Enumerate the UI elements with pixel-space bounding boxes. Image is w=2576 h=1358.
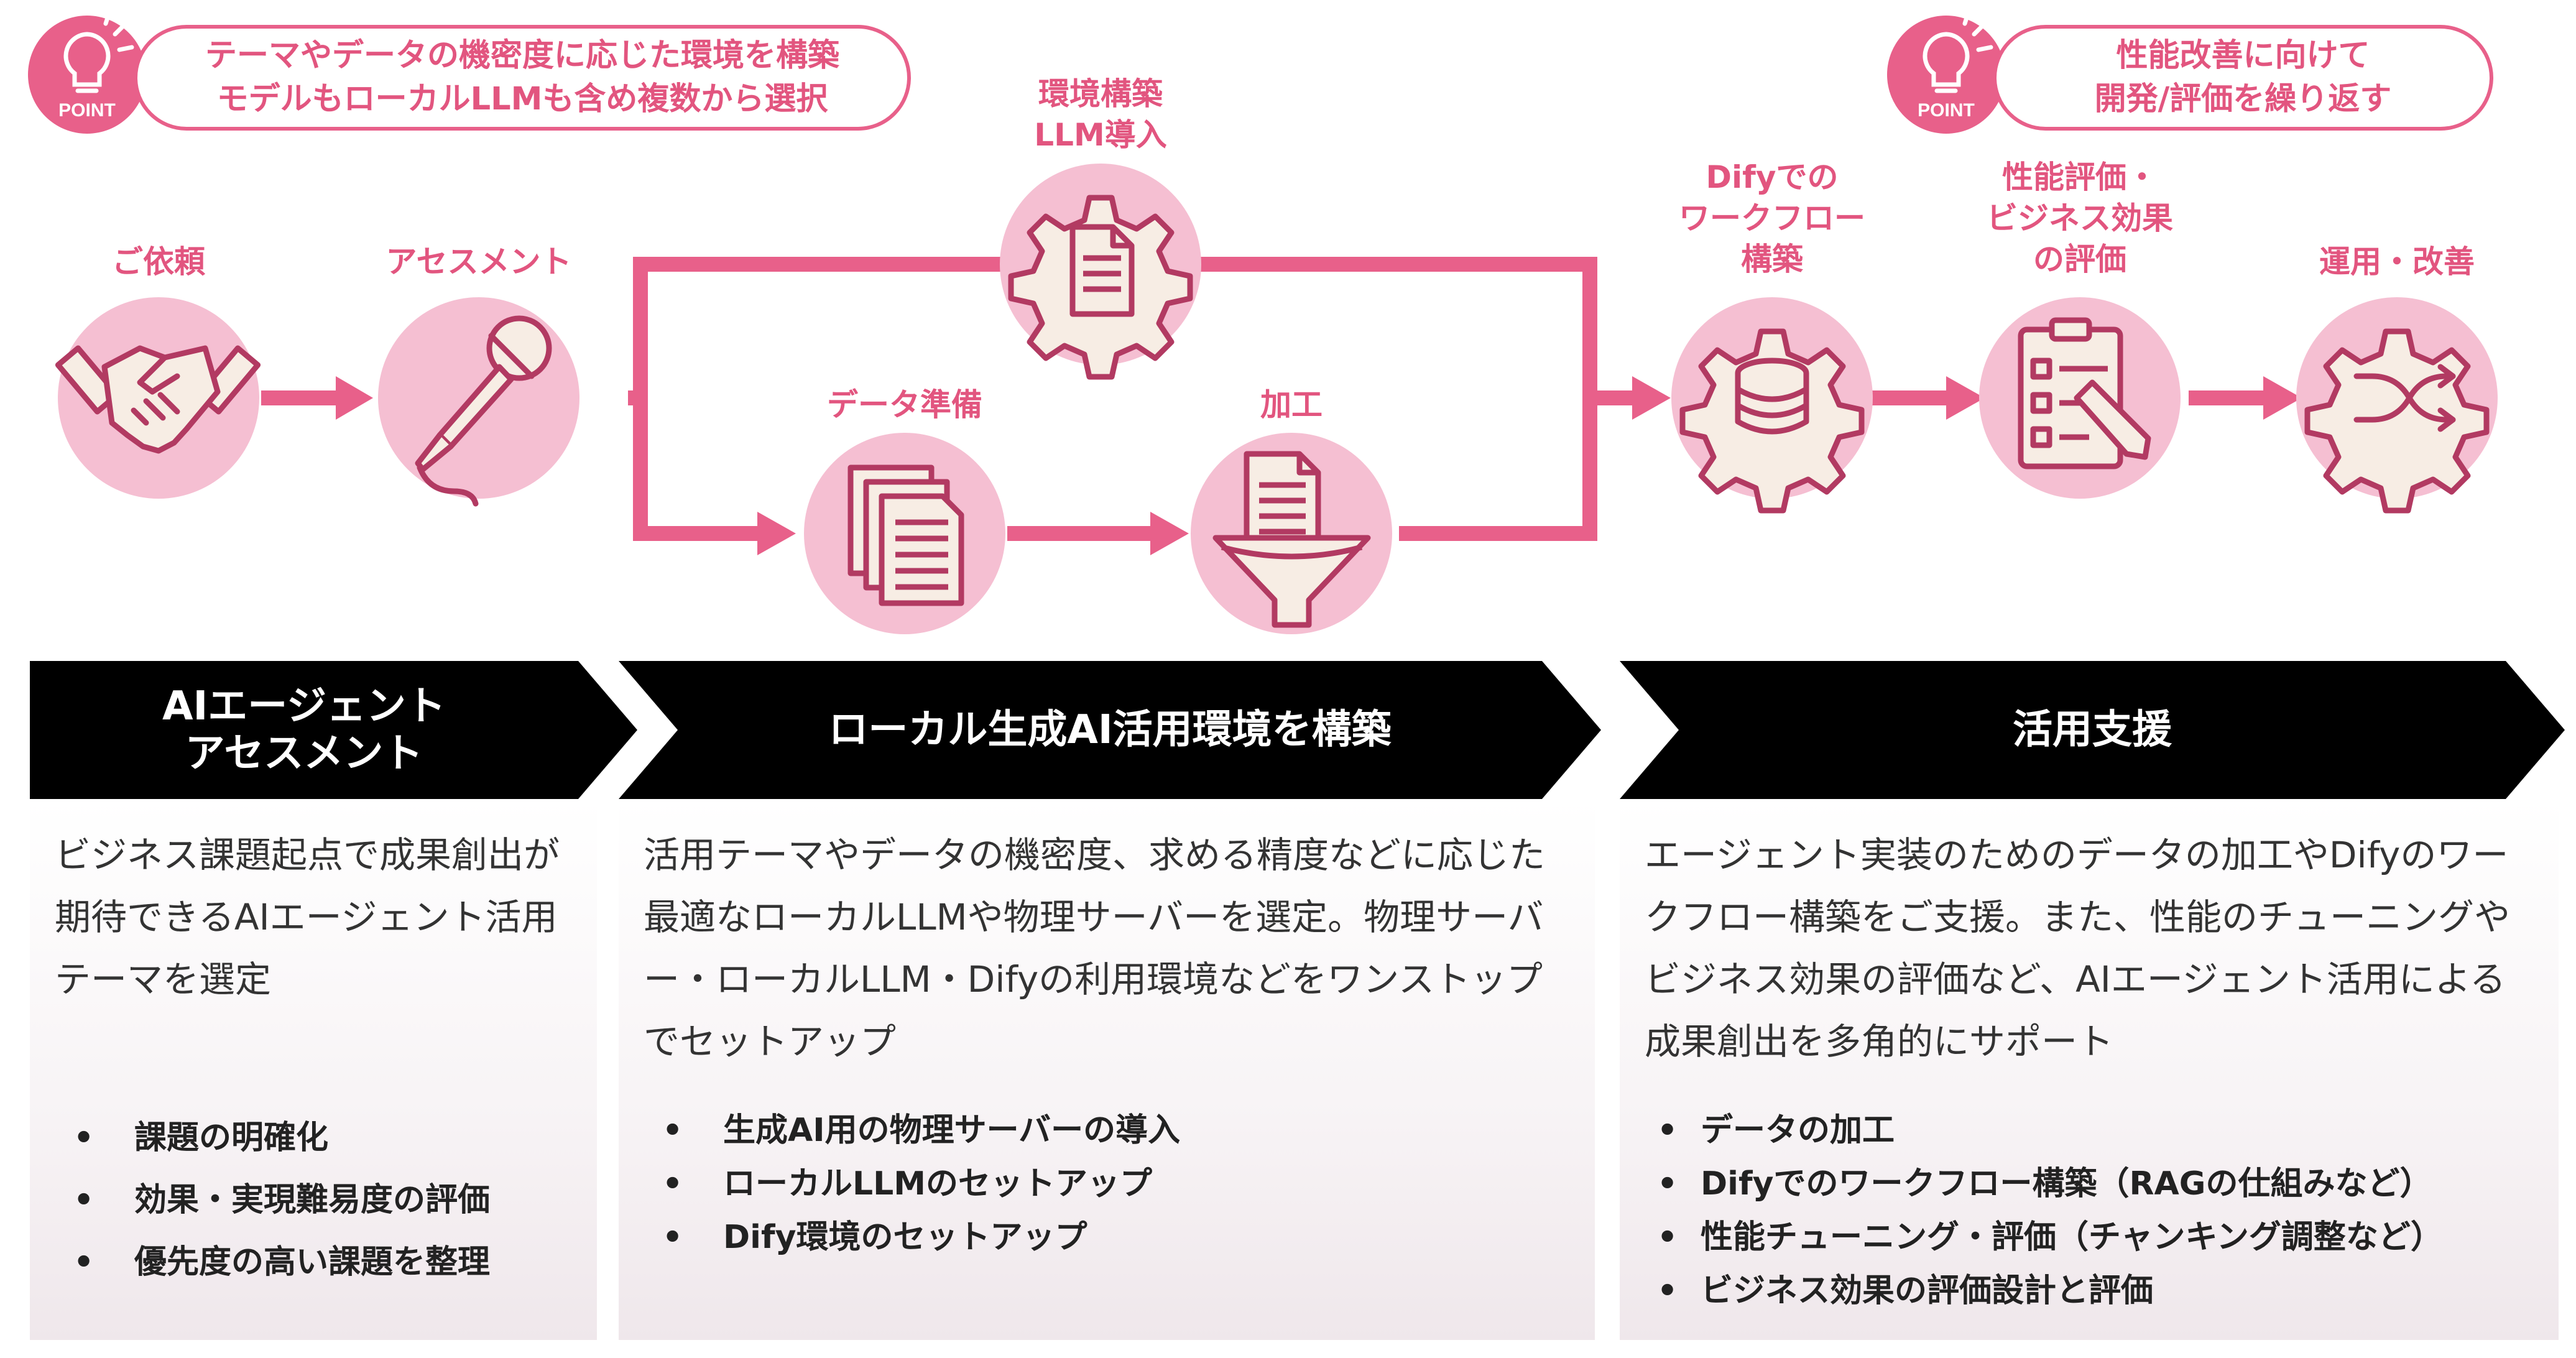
point-callout-line: モデルもローカルLLMも含め複数から選択 xyxy=(216,81,828,118)
step-label-line: アセスメント xyxy=(385,244,572,280)
phase-description: エージェント実装のためのデータの加工やDifyのワークフロー構築をご支援。また、… xyxy=(1645,834,2511,1063)
step-label-request: ご依頼 xyxy=(112,241,205,282)
point-badge-left: POINT xyxy=(28,11,146,134)
point-badge-text: POINT xyxy=(1918,100,1975,121)
phase-title-line: ローカル生成AI活用環境を構築 xyxy=(828,707,1392,753)
arrow-head-icon xyxy=(1632,376,1671,420)
connector-branch-upper xyxy=(633,257,1002,398)
arrow-head-icon xyxy=(2263,376,2302,420)
step-label-line: ご依頼 xyxy=(112,244,205,280)
list-item: 性能チューニング・評価（チャンキング調整など） xyxy=(1657,1211,2546,1264)
phase-title-line: AIエージェント xyxy=(162,683,446,729)
arrow-head-icon xyxy=(757,512,796,555)
arrow-head-icon xyxy=(336,376,373,420)
step-processing xyxy=(1191,433,1392,634)
phase-title-line: 活用支援 xyxy=(2013,707,2172,753)
lightbulb-icon xyxy=(63,11,134,93)
checklist-pencil-icon xyxy=(2018,317,2151,469)
point-callout-line: 開発/評価を繰り返す xyxy=(2094,81,2392,118)
step-label-line: 構築 xyxy=(1741,241,1803,277)
step-label-line: 性能評価・ xyxy=(2002,159,2158,195)
step-evaluation xyxy=(1979,297,2181,499)
list-item: Dify環境のセットアップ xyxy=(662,1211,1582,1264)
step-label-line: 加工 xyxy=(1260,387,1323,423)
point-callout-improvement: 性能改善に向けて 開発/評価を繰り返す xyxy=(1993,25,2493,131)
arrow-heads xyxy=(336,376,2302,555)
phase-title-support: 活用支援 xyxy=(1679,706,2506,754)
step-request xyxy=(55,297,261,499)
step-env-build xyxy=(1000,164,1201,380)
step-workflow xyxy=(1671,297,1873,514)
phase-description: ビジネス課題起点で成果創出が期待できるAIエージェント活用テーマを選定 xyxy=(55,834,560,1000)
step-label-line: の評価 xyxy=(2033,241,2126,277)
list-item: 優先度の高い課題を整理 xyxy=(73,1231,584,1293)
microphone-icon xyxy=(415,315,552,507)
list-item: 生成AI用の物理サーバーの導入 xyxy=(662,1104,1582,1157)
list-item: データの加工 xyxy=(1657,1104,2546,1157)
step-label-line: 運用・改善 xyxy=(2319,244,2475,280)
gear-database-icon xyxy=(1679,328,1865,514)
step-label-line: ビジネス効果 xyxy=(1987,200,2173,236)
step-data-prep xyxy=(804,433,1005,634)
phase-title-environment: ローカル生成AI活用環境を構築 xyxy=(678,706,1542,754)
step-label-line: LLM導入 xyxy=(1034,117,1167,153)
phase-bullet-list: 生成AI用の物理サーバーの導入 ローカルLLMのセットアップ Dify環境のセッ… xyxy=(662,1104,1582,1264)
connector-branch-lower xyxy=(633,398,757,541)
step-label-evaluation: 性能評価・ ビジネス効果 の評価 xyxy=(1987,157,2173,280)
arrow-head-icon xyxy=(1150,512,1189,555)
step-label-line: Difyでの xyxy=(1706,159,1839,195)
list-item: ローカルLLMのセットアップ xyxy=(662,1157,1582,1211)
step-label-line: データ準備 xyxy=(827,387,982,423)
step-label-line: 環境構築 xyxy=(1038,76,1163,112)
flow-connectors xyxy=(261,257,2263,541)
step-label-env-build: 環境構築 LLM導入 xyxy=(1034,73,1166,155)
phase-title-line: アセスメント xyxy=(185,731,423,777)
document-funnel-icon xyxy=(1212,451,1371,628)
phase-chevron-support xyxy=(1620,661,2565,799)
phase-description: 活用テーマやデータの機密度、求める精度などに応じた最適なローカルLLMや物理サー… xyxy=(644,834,1546,1063)
phase-panel-environment: 活用テーマやデータの機密度、求める精度などに応じた最適なローカルLLMや物理サー… xyxy=(619,799,1595,1340)
phase-chevron-assessment xyxy=(30,661,637,799)
list-item: 効果・実現難易度の評価 xyxy=(73,1169,584,1231)
point-callout-environment: テーマやデータの機密度に応じた環境を構築 モデルもローカルLLMも含め複数から選… xyxy=(134,25,911,131)
phase-title-assessment: AIエージェント アセスメント xyxy=(30,683,578,777)
step-label-workflow: Difyでの ワークフロー 構築 xyxy=(1679,157,1865,280)
phase-chevron-environment xyxy=(619,661,1601,799)
step-label-processing: 加工 xyxy=(1260,384,1323,425)
step-label-data-prep: データ準備 xyxy=(827,384,982,425)
step-label-line: ワークフロー xyxy=(1679,200,1865,236)
point-callout-line: テーマやデータの機密度に応じた環境を構築 xyxy=(205,37,839,74)
list-item: ビジネス効果の評価設計と評価 xyxy=(1657,1264,2546,1318)
phase-bullet-list: データの加工 Difyでのワークフロー構築（RAGの仕組みなど） 性能チューニン… xyxy=(1657,1104,2546,1318)
step-operation xyxy=(2296,297,2498,514)
phase-bullet-list: 課題の明確化 効果・実現難易度の評価 優先度の高い課題を整理 xyxy=(73,1107,584,1293)
step-label-operation: 運用・改善 xyxy=(2319,241,2475,282)
handshake-icon xyxy=(55,345,261,454)
gear-shuffle-icon xyxy=(2304,328,2490,514)
documents-icon xyxy=(847,464,964,606)
gear-document-icon xyxy=(1008,195,1193,380)
point-badge-text: POINT xyxy=(58,100,116,121)
list-item: Difyでのワークフロー構築（RAGの仕組みなど） xyxy=(1657,1157,2546,1211)
connector-upper-merge xyxy=(1200,257,1597,398)
list-item: 課題の明確化 xyxy=(73,1107,584,1169)
lightbulb-icon xyxy=(1923,11,1993,93)
phase-panel-assessment: ビジネス課題起点で成果創出が期待できるAIエージェント活用テーマを選定 課題の明… xyxy=(30,799,597,1340)
phase-panel-support: エージェント実装のためのデータの加工やDifyのワークフロー構築をご支援。また、… xyxy=(1620,799,2559,1340)
step-assessment xyxy=(378,297,579,507)
connector-lower-merge xyxy=(1399,398,1597,541)
point-callout-line: 性能改善に向けて xyxy=(2116,37,2370,74)
point-badge-right: POINT xyxy=(1887,11,2005,134)
arrow-head-icon xyxy=(1946,376,1985,420)
step-label-assessment: アセスメント xyxy=(386,241,572,282)
